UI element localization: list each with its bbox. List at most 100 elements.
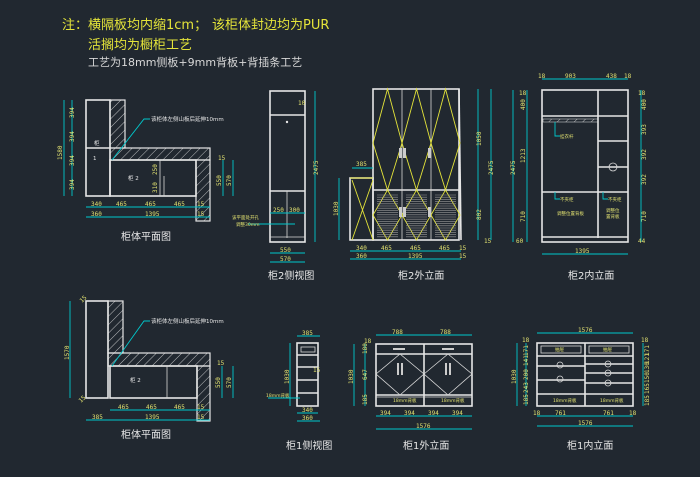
dim-text: 250: [273, 207, 284, 214]
dim-text: 465: [174, 201, 185, 208]
dim-text: 360: [302, 415, 313, 422]
label: 抽屉: [603, 346, 612, 353]
label: 置背板: [606, 213, 620, 220]
dim-text: 1576: [416, 423, 431, 430]
label: 18mm背板: [393, 397, 417, 404]
dim-text: 15: [197, 414, 205, 421]
dim-text: 15: [484, 238, 492, 245]
dim-text: 15: [313, 367, 321, 374]
dim-text: 1050: [476, 131, 483, 146]
dim-text: 171: [523, 345, 530, 356]
dim-text: 15: [197, 211, 205, 218]
drawing-title: 柜1外立面: [403, 439, 449, 452]
label: 不夹柜: [608, 196, 622, 203]
dim-text: 788: [392, 329, 403, 336]
drawing-title: 柜2外立面: [398, 269, 444, 282]
dim-text: 121: [644, 353, 651, 364]
dim-text: 438: [606, 73, 617, 80]
dim-text: 1580: [57, 145, 64, 160]
dim-text: 400: [520, 99, 527, 110]
dim-text: 394: [69, 179, 76, 190]
dim-text: 385: [302, 330, 313, 337]
dim-text: 15: [197, 404, 205, 411]
door-diamond: [401, 87, 432, 192]
notes: 注：横隔板均内缩1cm； 该柜体封边均为PUR 活搁均为橱柜工艺 工艺为18mm…: [62, 17, 329, 69]
dim-text: 1395: [575, 248, 590, 255]
dim-text: 465: [410, 245, 421, 252]
dim-text: 15: [78, 294, 88, 304]
dim-text: 761: [603, 410, 614, 417]
dim-text: 1576: [578, 420, 593, 427]
dim-text: 340: [91, 201, 102, 208]
dim-text: 394: [69, 107, 76, 118]
dim-text: 150: [644, 372, 651, 383]
dim-text: 185: [523, 394, 530, 405]
dim-text: 465: [439, 245, 450, 252]
label: 18mm背板: [266, 392, 290, 399]
label: 柜: [94, 139, 100, 147]
door-diamond: [372, 87, 403, 192]
note-line1-b: 该柜体封边均为PUR: [212, 18, 329, 33]
dim-text: 1030: [511, 369, 518, 384]
note-line1: 注：横隔板均内缩1cm；: [62, 17, 207, 33]
dim-text: 18: [641, 337, 649, 344]
plan-view-bottom: 柜 2 该柜体左侧山板后延伸10mm 1570 15 15 465 465 46…: [64, 294, 234, 441]
dim-text: 570: [226, 175, 233, 186]
dim-text: 710: [520, 211, 527, 222]
dim-text: 385: [92, 414, 103, 421]
leader-note: 该柜体左侧山板后延伸10mm: [151, 115, 224, 123]
dim-text: 15: [459, 245, 467, 252]
dim-text: 18: [519, 90, 527, 97]
dim-text: 392: [641, 149, 648, 160]
dim-text: 1395: [145, 211, 160, 218]
dim-text: 788: [440, 329, 451, 336]
dim-text: 1576: [578, 327, 593, 334]
drawing-title: 柜体平面图: [121, 230, 171, 243]
dim-text: 18: [533, 410, 541, 417]
dim-text: 18: [364, 338, 372, 345]
dim-text: 15: [197, 201, 205, 208]
dim-text: 44: [638, 238, 646, 245]
dim-text: 200: [523, 369, 530, 380]
dim-text: 465: [146, 404, 157, 411]
label: 18mm背板: [553, 397, 577, 404]
dim-text: 802: [476, 209, 483, 220]
dim-text: 18: [538, 73, 546, 80]
dim-text: 310: [152, 182, 159, 193]
dim-text: 18: [629, 410, 637, 417]
dim-text: 465: [118, 404, 129, 411]
drawing-title: 柜2侧视图: [268, 269, 314, 282]
dim-text: 15: [218, 155, 226, 162]
dim-text: 1395: [145, 414, 160, 421]
dim-text: 393: [641, 124, 648, 135]
dim-text: 2475: [313, 160, 320, 175]
dim-text: 15: [217, 360, 225, 367]
dim-text: 761: [555, 410, 566, 417]
cabinet2-side-view: 10 2475 250 300 该平面处开孔 调整30mm 550 570 柜2…: [232, 90, 320, 282]
cabinet2-outline: [109, 159, 197, 197]
label: 柜 2: [128, 174, 139, 182]
dim-text: 400: [641, 99, 648, 110]
cabinet1-side-view: 15 385 1030 18mm背板 340 360 柜1侧视图: [266, 330, 332, 452]
dim-text: 394: [69, 155, 76, 166]
wall-hatch: [109, 147, 211, 161]
label: 18mm背板: [441, 397, 465, 404]
drawing-title: 柜1内立面: [567, 439, 613, 452]
leader-note: 该柜体左侧山板后延伸10mm: [151, 317, 224, 325]
dim-text: 550: [216, 175, 223, 186]
door-diamonds: [372, 87, 461, 241]
dim-text: 185: [362, 394, 369, 405]
dim-text: 1570: [64, 345, 71, 360]
side-note: 调整30mm: [236, 221, 260, 228]
label: 1: [93, 156, 97, 162]
dim-text: 550: [215, 377, 222, 388]
dim-text: 710: [641, 211, 648, 222]
dim-text: 15: [77, 394, 87, 404]
dim-text: 130: [644, 362, 651, 373]
dim-text: 60: [516, 238, 524, 245]
dim-text: 465: [145, 201, 156, 208]
dim-text: 1030: [333, 201, 340, 216]
dim-text: 18: [522, 337, 530, 344]
dim-text: 465: [116, 201, 127, 208]
